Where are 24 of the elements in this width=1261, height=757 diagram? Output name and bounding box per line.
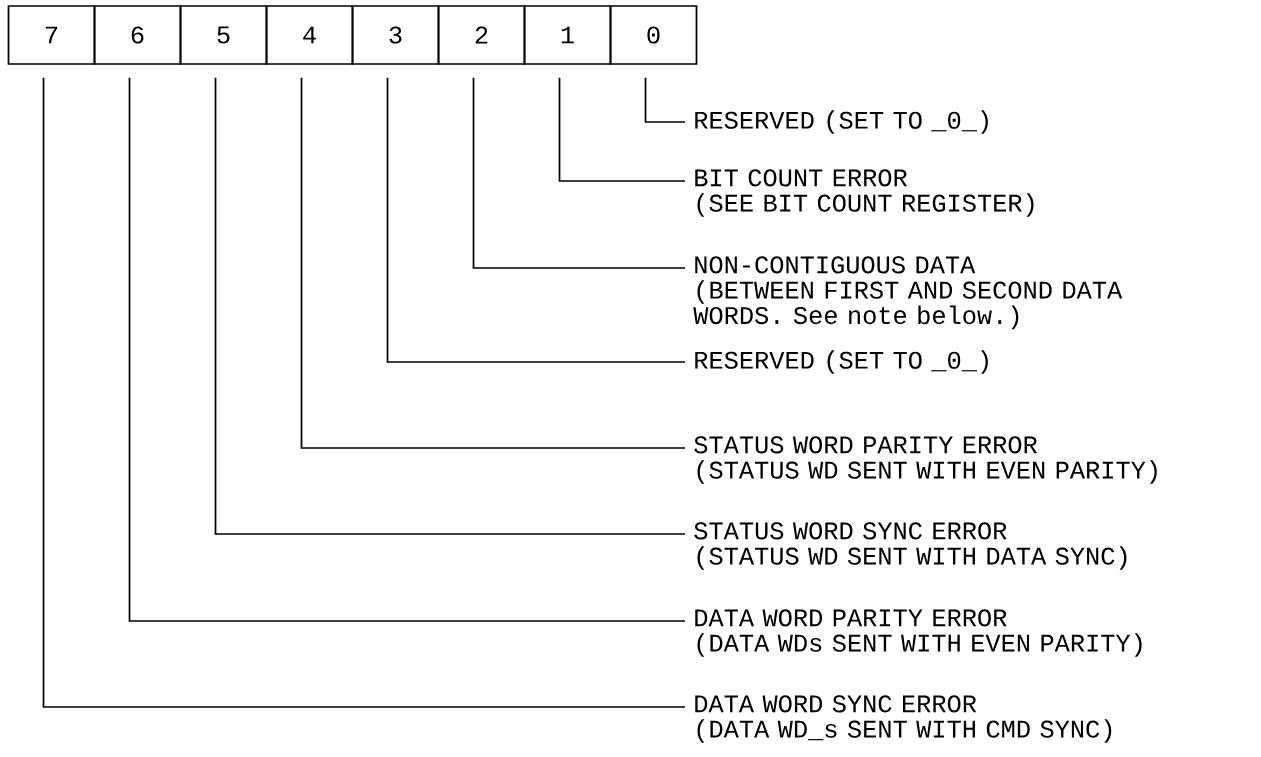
- bit-cell: 7: [7, 5, 96, 65]
- bit-cell: 1: [523, 5, 612, 65]
- bit-description: STATUS WORD PARITY ERROR (STATUS WD SENT WITH EVEN PARITY): [694, 436, 1157, 484]
- leader-line: [42, 77, 686, 708]
- bit-description: RESERVED (SET TO _0_): [695, 350, 988, 374]
- leader-line: [558, 77, 686, 182]
- bit-description: RESERVED (SET TO _0_): [695, 110, 988, 134]
- bit-description: DATA WORD SYNC ERROR (DATA WD_s SENT WITH CMD SYNC): [695, 695, 1112, 743]
- leader-line: [300, 77, 686, 449]
- bit-description: DATA WORD PARITY ERROR (DATA WDs SENT WITH EVEN PARITY): [695, 609, 1142, 657]
- leader-line: [214, 77, 686, 535]
- leader-line: [644, 77, 686, 123]
- leader-line: [386, 77, 686, 363]
- bit-cell: 2: [437, 5, 526, 65]
- bit-description: NON-CONTIGUOUS DATA (BETWEEN FIRST AND SECOND DATA WORDS. See note below.): [693, 256, 1123, 330]
- bit-description: BIT COUNT ERROR (SEE BIT COUNT REGISTER): [695, 169, 1034, 217]
- bit-cell: 6: [93, 5, 182, 65]
- bit-cell: 4: [265, 5, 354, 65]
- bit-cell: 5: [179, 5, 268, 65]
- leader-line: [472, 77, 686, 269]
- bit-cell: 3: [351, 5, 440, 65]
- bit-cell: 0: [609, 5, 698, 65]
- bit-description: STATUS WORD SYNC ERROR (STATUS WD SENT WITH DATA SYNC): [694, 522, 1127, 570]
- leader-line: [128, 77, 686, 622]
